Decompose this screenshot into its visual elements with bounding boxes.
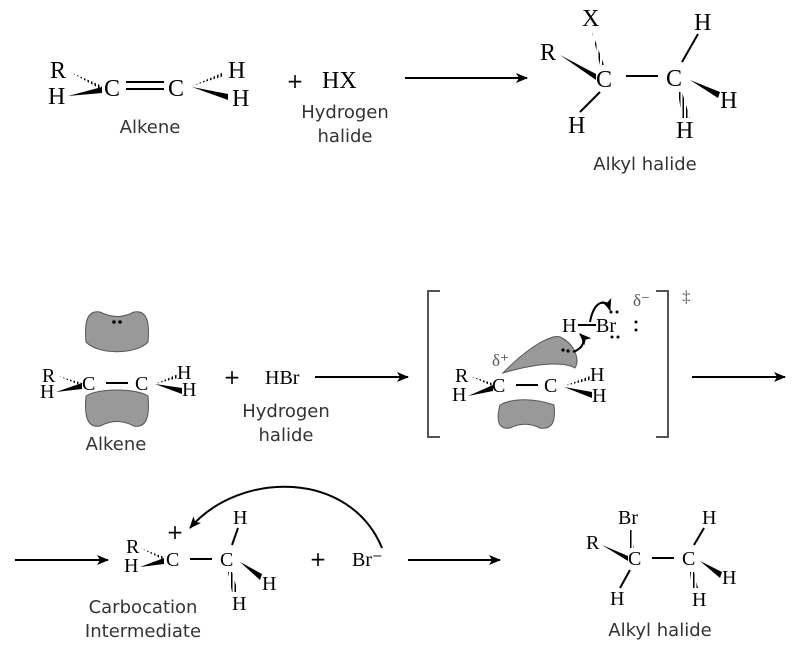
curved-arrow-icon [589, 297, 612, 323]
alkyl-halide-final-product: Br R C H C H H H Alkyl halide [586, 507, 736, 641]
left-bracket [427, 290, 440, 438]
carbocation-label-line2: Intermediate [85, 621, 201, 642]
solid-wedge-bond [68, 87, 102, 96]
bromide-ion: Br⁻ [352, 549, 383, 571]
pi-orbital-top-lobe [85, 311, 149, 353]
atom-h: H [452, 384, 466, 406]
hashed-wedge-bond [592, 32, 604, 65]
electron-pair-icon [112, 320, 116, 324]
atom-h: H [232, 86, 249, 112]
atom-c: C [166, 549, 179, 571]
atom-c: C [628, 548, 641, 570]
alkene-reactant: R H C C H H Alkene [48, 58, 249, 138]
hashed-wedge-bond [192, 72, 224, 86]
pi-orbital-bottom-lobe [497, 399, 555, 429]
atom-h: H [702, 507, 716, 529]
hashed-wedge-bond [678, 92, 690, 118]
solid-wedge-bond [560, 55, 596, 80]
atom-c: C [104, 76, 120, 102]
alkyl-halide-product: X R C H C H H H Alkyl halide [540, 6, 737, 175]
pi-orbital-bottom-lobe [85, 389, 149, 427]
atom-h: H [177, 362, 191, 384]
atom-h: H [182, 379, 196, 401]
reagent-label-line2: halide [259, 425, 314, 446]
solid-wedge-bond [192, 87, 228, 100]
reagent-label-line1: Hydrogen [242, 401, 330, 422]
double-dagger: ‡ [682, 287, 691, 306]
pi-orbital-top-lobe [501, 336, 578, 375]
atom-h: H [228, 58, 245, 84]
plus-sign: + [287, 69, 304, 93]
alkene-with-pi-orbitals: R H C C H H Alkene [40, 311, 196, 455]
atom-h: H [262, 573, 276, 595]
atom-h: H [232, 593, 246, 615]
right-bracket [656, 290, 669, 438]
atom-br: Br [618, 507, 638, 529]
atom-r: R [586, 532, 600, 554]
atom-h: H [592, 385, 606, 407]
atom-h: H [40, 381, 54, 403]
alkene-label: Alkene [86, 434, 147, 455]
atom-c: C [682, 548, 695, 570]
atom-c: C [544, 375, 557, 397]
atom-x: X [582, 6, 599, 32]
solid-wedge-bond [690, 80, 720, 98]
alkene-label: Alkene [120, 117, 181, 138]
atom-h: H [562, 315, 576, 337]
atom-c: C [666, 66, 682, 92]
atom-h: H [590, 364, 604, 386]
atom-h: H [676, 118, 693, 144]
delta-minus: δ⁻ [633, 291, 650, 310]
curved-arrow-icon [572, 333, 592, 353]
atom-h: H [568, 113, 585, 139]
alkyl-halide-label: Alkyl halide [608, 620, 711, 641]
atom-br: Br [596, 315, 616, 337]
transition-state: ‡ H Br δ⁻ δ⁺ R H C C H H [427, 287, 691, 438]
atom-r: R [42, 365, 56, 387]
atom-h: H [124, 555, 138, 577]
atom-r: R [50, 58, 66, 84]
plus-sign: + [310, 547, 327, 571]
atom-r: R [126, 536, 140, 558]
delta-plus: δ⁺ [492, 351, 509, 370]
atom-c: C [220, 549, 233, 571]
atom-h: H [48, 84, 65, 110]
carbocation-label-line1: Carbocation [89, 597, 198, 618]
alkyl-halide-label: Alkyl halide [593, 154, 696, 175]
carbocation-intermediate: R H C + C H H H Carbocation Intermediate [85, 507, 277, 642]
hashed-wedge-bond [70, 72, 102, 90]
atom-c: C [596, 67, 612, 93]
reagent-label-line2: halide [318, 126, 373, 147]
atom-c: C [82, 373, 95, 395]
atom-c: C [168, 76, 184, 102]
hbr-formula: HBr [265, 367, 300, 389]
atom-r: R [540, 40, 556, 66]
atom-h: H [722, 567, 736, 589]
hx-formula: HX [322, 68, 357, 94]
atom-h: H [720, 88, 737, 114]
atom-h: H [233, 507, 247, 529]
curved-arrow-icon [189, 485, 383, 549]
atom-c: C [135, 373, 148, 395]
atom-h: H [610, 588, 624, 610]
lone-pairs-icon [609, 310, 638, 339]
atom-h: H [692, 589, 706, 611]
positive-charge: + [167, 520, 184, 544]
reagent-label-line1: Hydrogen [301, 102, 389, 123]
atom-h: H [694, 10, 711, 36]
plus-sign: + [224, 365, 241, 389]
atom-r: R [455, 365, 469, 387]
atom-c: C [492, 375, 505, 397]
